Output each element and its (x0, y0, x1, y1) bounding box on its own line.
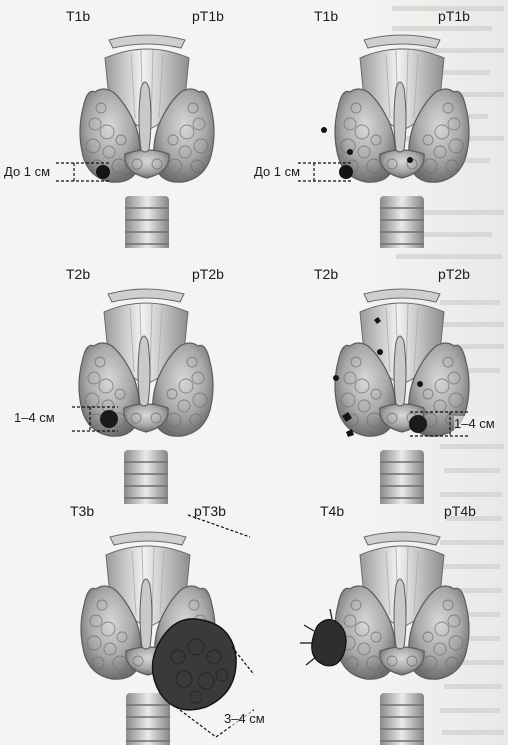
path-stage-label: pT4b (444, 503, 476, 519)
tumor-focus (333, 375, 339, 381)
tumor-focus (407, 157, 413, 163)
path-stage-label: pT2b (192, 266, 224, 282)
path-stage-label: pT1b (438, 8, 470, 24)
panel-t4b: T4b pT4b (254, 497, 508, 745)
stage-label: T1b (66, 8, 90, 24)
tumor-focus (347, 149, 353, 155)
thyroid-illustration (0, 256, 254, 504)
size-label: До 1 см (4, 164, 50, 179)
stage-label: T3b (70, 503, 94, 519)
tumor-focus (409, 415, 427, 433)
tumor-focus (377, 349, 383, 355)
panel-t2b: T2b pT2b 1–4 см (0, 256, 254, 504)
tumor-focus (96, 165, 110, 179)
stage-label: T1b (314, 8, 338, 24)
thyroid-illustration (254, 0, 508, 248)
panel-pt2b: T2b pT2b 1–4 см (254, 256, 508, 504)
panel-t1b: T1b pT1b До 1 см (0, 0, 254, 248)
tumor-focus (100, 410, 118, 428)
stage-label: T4b (320, 503, 344, 519)
size-label: 1–4 см (14, 410, 55, 425)
panel-pt1b: T1b pT1b До 1 см (254, 0, 508, 248)
thyroid-illustration (254, 256, 508, 504)
tumor-focus (339, 165, 353, 179)
tumor-mass (312, 619, 346, 665)
size-label: 1–4 см (454, 416, 495, 431)
thyroid-illustration (0, 497, 254, 745)
path-stage-label: pT2b (438, 266, 470, 282)
tumor-mass (152, 619, 236, 710)
stage-label: T2b (314, 266, 338, 282)
size-label: До 1 см (254, 164, 300, 179)
thyroid-illustration (254, 497, 508, 745)
stage-label: T2b (66, 266, 90, 282)
tumor-focus (417, 381, 423, 387)
panel-t3b: T3b pT3b 3–4 см (0, 497, 254, 745)
path-stage-label: pT1b (192, 8, 224, 24)
tumor-focus (321, 127, 327, 133)
thyroid-illustration (0, 0, 254, 248)
path-stage-label: pT3b (194, 503, 226, 519)
